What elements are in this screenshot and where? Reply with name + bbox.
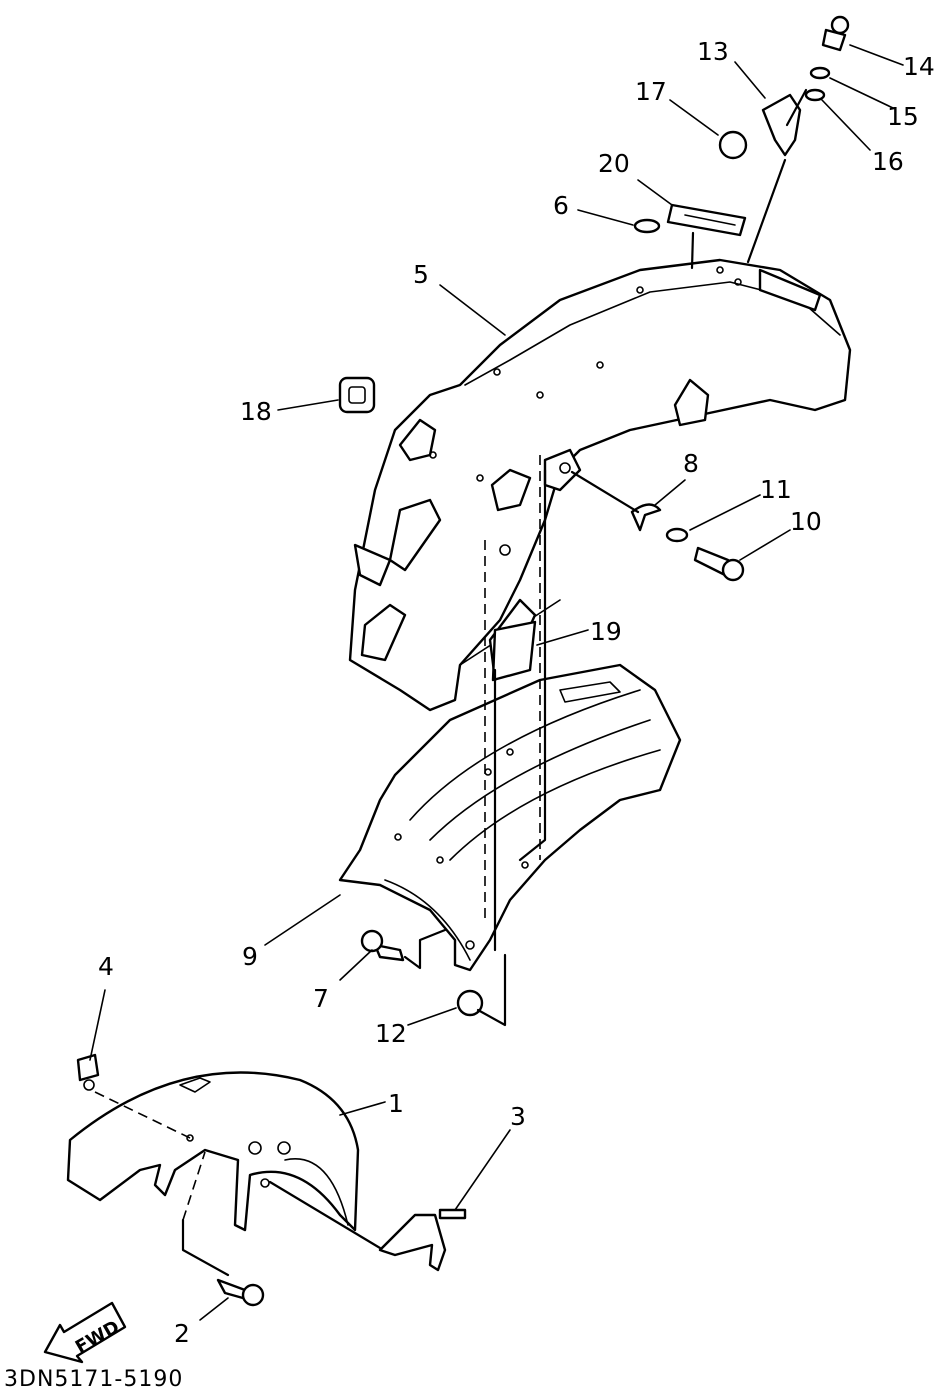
part-8-clip xyxy=(630,503,662,532)
part-19-pad xyxy=(491,620,537,682)
part-7-bolt xyxy=(360,929,405,962)
part-16-washer xyxy=(804,88,826,102)
callout-14: 14 xyxy=(903,52,935,81)
callout-10: 10 xyxy=(790,507,822,536)
callout-2: 2 xyxy=(174,1319,190,1348)
callout-15: 15 xyxy=(887,102,919,131)
callout-7: 7 xyxy=(313,984,329,1013)
part-20-label xyxy=(666,203,747,237)
callout-13: 13 xyxy=(697,37,729,66)
leader-lines xyxy=(89,44,904,1321)
callout-6: 6 xyxy=(553,191,569,220)
callout-18: 18 xyxy=(240,397,272,426)
part-3-bracket xyxy=(378,1208,467,1272)
fwd-arrow-icon: FWD xyxy=(43,1301,127,1364)
callout-16: 16 xyxy=(872,147,904,176)
part-13-bracket xyxy=(761,93,802,157)
part-10-bolt xyxy=(693,546,745,582)
callout-4: 4 xyxy=(98,952,114,981)
part-17-cap-nut xyxy=(718,130,748,160)
part-12-nut xyxy=(456,989,484,1017)
part-4-clip xyxy=(76,1053,100,1091)
front-fender xyxy=(66,1071,360,1232)
part-11-washer xyxy=(665,527,689,543)
callout-12: 12 xyxy=(375,1019,407,1048)
part-2-bolt xyxy=(216,1278,265,1307)
callout-19: 19 xyxy=(590,617,622,646)
callout-numbers: 1 2 3 4 5 6 7 8 9 10 11 12 13 14 15 16 1… xyxy=(98,37,935,1348)
inner-rear-fender xyxy=(338,663,682,972)
diagram-code: 3DN5171-5190 xyxy=(4,1367,183,1392)
part-18-grommet xyxy=(338,376,376,414)
assembly-lines xyxy=(94,88,808,1277)
callout-3: 3 xyxy=(510,1102,526,1131)
callout-8: 8 xyxy=(683,449,699,478)
callout-5: 5 xyxy=(413,260,429,289)
callout-9: 9 xyxy=(242,942,258,971)
part-14-screw xyxy=(821,15,850,52)
callout-20: 20 xyxy=(598,149,630,178)
rear-fender xyxy=(348,258,852,712)
callout-11: 11 xyxy=(760,475,792,504)
callout-1: 1 xyxy=(388,1089,404,1118)
part-6-washer xyxy=(633,218,661,234)
callout-17: 17 xyxy=(635,77,667,106)
part-15-washer xyxy=(809,66,831,80)
